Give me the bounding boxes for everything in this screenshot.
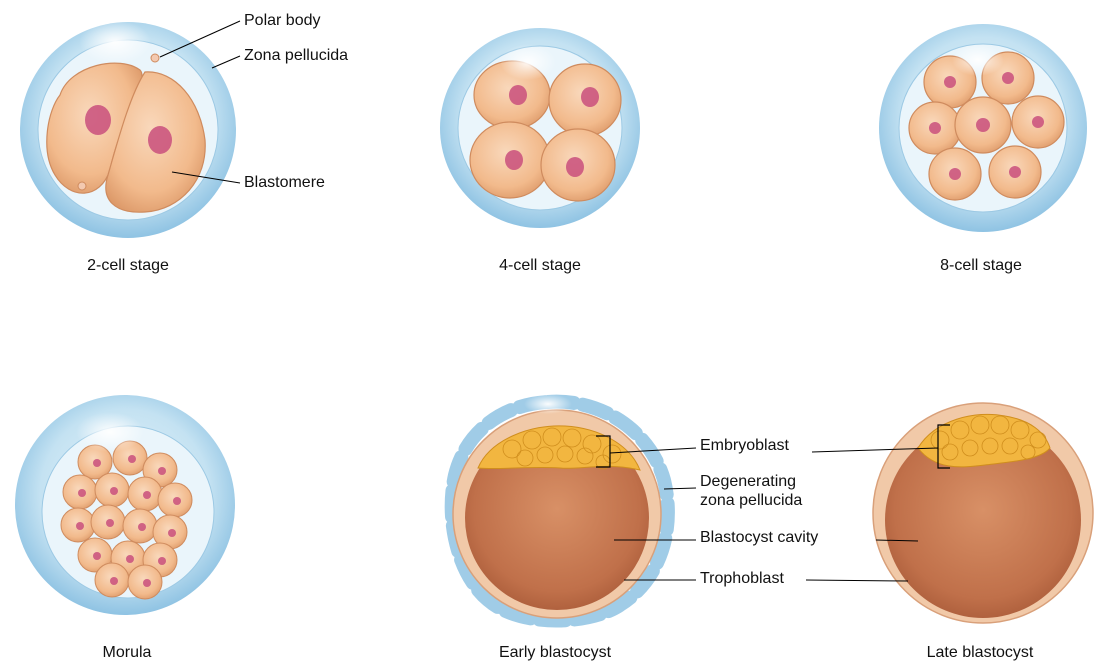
label-degenerating-zona-line2: zona pellucida (700, 491, 802, 510)
label-degenerating-zona-line1: Degenerating (700, 472, 796, 491)
caption-2-cell-stage: 2-cell stage (87, 256, 169, 275)
label-trophoblast: Trophoblast (700, 569, 784, 588)
nucleus (106, 519, 114, 527)
nucleus (158, 467, 166, 475)
nucleus (1009, 166, 1021, 178)
four-cell-embryo (440, 28, 640, 228)
caption-morula: Morula (103, 643, 152, 662)
nucleus (929, 122, 941, 134)
nucleus (1002, 72, 1014, 84)
nucleus (944, 76, 956, 88)
polar-body (78, 182, 86, 190)
nucleus (949, 168, 961, 180)
nucleus (566, 157, 584, 177)
label-blastomere: Blastomere (244, 173, 325, 192)
nucleus (173, 497, 181, 505)
nucleus (1032, 116, 1044, 128)
nucleus (78, 489, 86, 497)
nucleus (505, 150, 523, 170)
nucleus (143, 491, 151, 499)
nucleus (168, 529, 176, 537)
nucleus (110, 577, 118, 585)
light-reflection (952, 44, 1004, 76)
morula-embryo (15, 395, 235, 615)
caption-4-cell-stage: 4-cell stage (499, 256, 581, 275)
nucleus (509, 85, 527, 105)
nucleus (126, 555, 134, 563)
nucleus (76, 522, 84, 530)
nucleus (128, 455, 136, 463)
light-reflection (524, 394, 572, 414)
nucleus (148, 126, 172, 154)
nucleus (93, 552, 101, 560)
label-zona-pellucida: Zona pellucida (244, 46, 348, 65)
late-blastocyst-embryo (806, 403, 1093, 623)
two-cell-embryo (20, 20, 240, 238)
label-embryoblast: Embryoblast (700, 436, 789, 455)
nucleus (976, 118, 990, 132)
early-blastocyst-embryo (452, 394, 696, 621)
nucleus (143, 579, 151, 587)
nucleus (138, 523, 146, 531)
nucleus (158, 557, 166, 565)
light-reflection (76, 412, 144, 452)
label-polar-body: Polar body (244, 11, 321, 30)
eight-cell-embryo (879, 24, 1087, 232)
caption-early-blastocyst: Early blastocyst (499, 643, 611, 662)
light-reflection (500, 44, 556, 80)
nucleus (581, 87, 599, 107)
caption-late-blastocyst: Late blastocyst (927, 643, 1034, 662)
polar-body (151, 54, 159, 62)
leader-line-zona-pellucida (212, 56, 240, 68)
caption-8-cell-stage: 8-cell stage (940, 256, 1022, 275)
nucleus (93, 459, 101, 467)
nucleus (110, 487, 118, 495)
nucleus (85, 105, 111, 135)
leader-line-trophoblast (806, 580, 908, 581)
light-reflection (79, 20, 151, 64)
label-blastocyst-cavity: Blastocyst cavity (700, 528, 818, 547)
